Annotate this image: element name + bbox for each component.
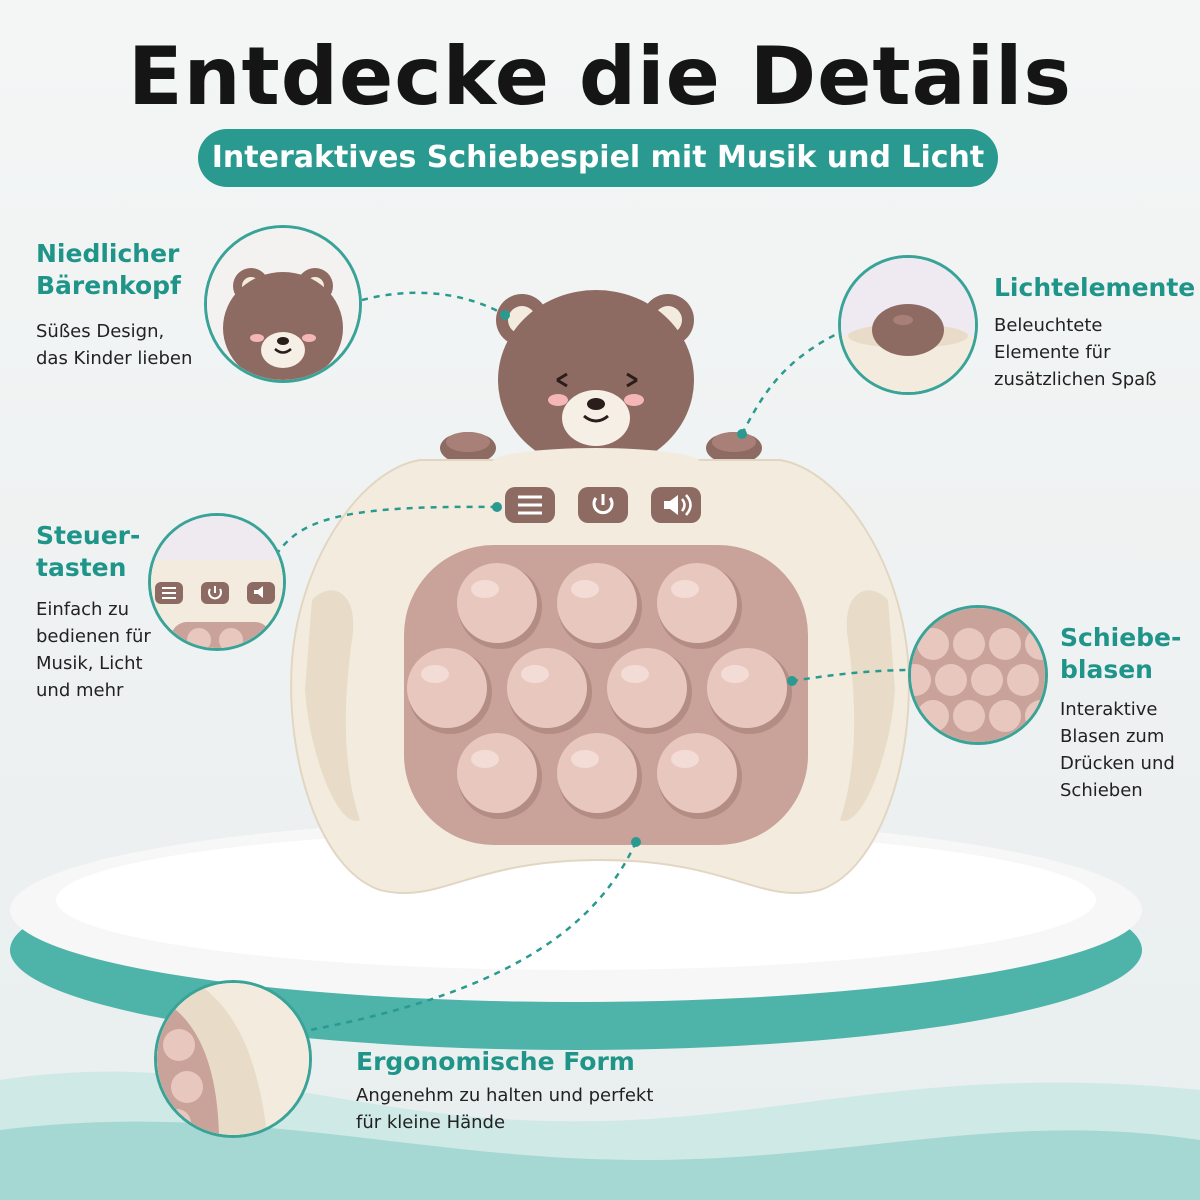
feature-desc-steuer: Einfach zu bedienen für Musik, Licht und… xyxy=(36,599,151,701)
feature-title-blasen: Schiebe- blasen xyxy=(1060,623,1182,684)
zoom-bubble xyxy=(953,628,985,660)
bubble-highlight xyxy=(471,580,499,598)
pop-bubble[interactable] xyxy=(507,648,587,728)
detail-circle-licht xyxy=(838,255,978,395)
pop-bubble[interactable] xyxy=(557,563,637,643)
power-icon xyxy=(592,494,614,515)
zoom-bubble xyxy=(989,628,1021,660)
bubble-grid xyxy=(407,563,792,819)
feature-title-baerenkopf: Niedlicher Bärenkopf xyxy=(36,239,181,300)
feature-title-form: Ergonomische Form xyxy=(356,1047,635,1076)
right-grip xyxy=(840,590,895,821)
feature-title-steuer: Steuer- tasten xyxy=(36,521,141,582)
menu-icon xyxy=(518,495,542,515)
pop-bubble[interactable] xyxy=(607,648,687,728)
zoom-bubble xyxy=(917,628,949,660)
detail-circle-baerenkopf xyxy=(204,225,362,383)
feature-desc-blasen: Interaktive Blasen zum Drücken und Schie… xyxy=(1060,699,1175,801)
left-grip xyxy=(305,590,360,821)
bubble-highlight xyxy=(721,665,749,683)
zoom-bubble xyxy=(971,664,1003,696)
bubble-highlight xyxy=(471,750,499,768)
pop-bubble[interactable] xyxy=(657,733,737,813)
pop-bubble[interactable] xyxy=(707,648,787,728)
feature-desc-form: Angenehm zu halten und perfekt für klein… xyxy=(356,1085,654,1133)
feature-desc-baerenkopf: Süßes Design, das Kinder lieben xyxy=(36,321,193,369)
pop-bubble[interactable] xyxy=(557,733,637,813)
pop-bubble[interactable] xyxy=(657,563,737,643)
feature-title-licht: Lichtelemente xyxy=(994,273,1196,302)
bubble-highlight xyxy=(671,580,699,598)
zoom-bubble xyxy=(911,664,931,696)
page-title: Entdecke die Details xyxy=(127,30,1073,123)
zoom-bubble xyxy=(935,664,967,696)
pop-bubble[interactable] xyxy=(457,733,537,813)
bubble-highlight xyxy=(521,665,549,683)
bear-snout xyxy=(562,390,630,446)
pop-bubble[interactable] xyxy=(457,563,537,643)
bubble-highlight xyxy=(671,750,699,768)
detail-circle-steuer xyxy=(148,513,286,651)
bubble-highlight xyxy=(421,665,449,683)
zoom-bubble xyxy=(1007,664,1039,696)
zoom-bubble xyxy=(953,700,985,732)
subtitle-pill: Interaktives Schiebespiel mit Musik und … xyxy=(198,129,998,187)
pop-bubble[interactable] xyxy=(407,648,487,728)
detail-circle-blasen xyxy=(908,605,1048,745)
bubble-highlight xyxy=(621,665,649,683)
speaker-icon xyxy=(664,494,692,516)
detail-circle-form xyxy=(154,980,312,1138)
feature-desc-licht: Beleuchtete Elemente für zusätzlichen Sp… xyxy=(994,315,1157,390)
bear-head xyxy=(498,290,694,470)
zoom-bubble xyxy=(989,700,1021,732)
bubble-highlight xyxy=(571,750,599,768)
bubble-highlight xyxy=(571,580,599,598)
background-wave-lower xyxy=(0,1121,1200,1200)
